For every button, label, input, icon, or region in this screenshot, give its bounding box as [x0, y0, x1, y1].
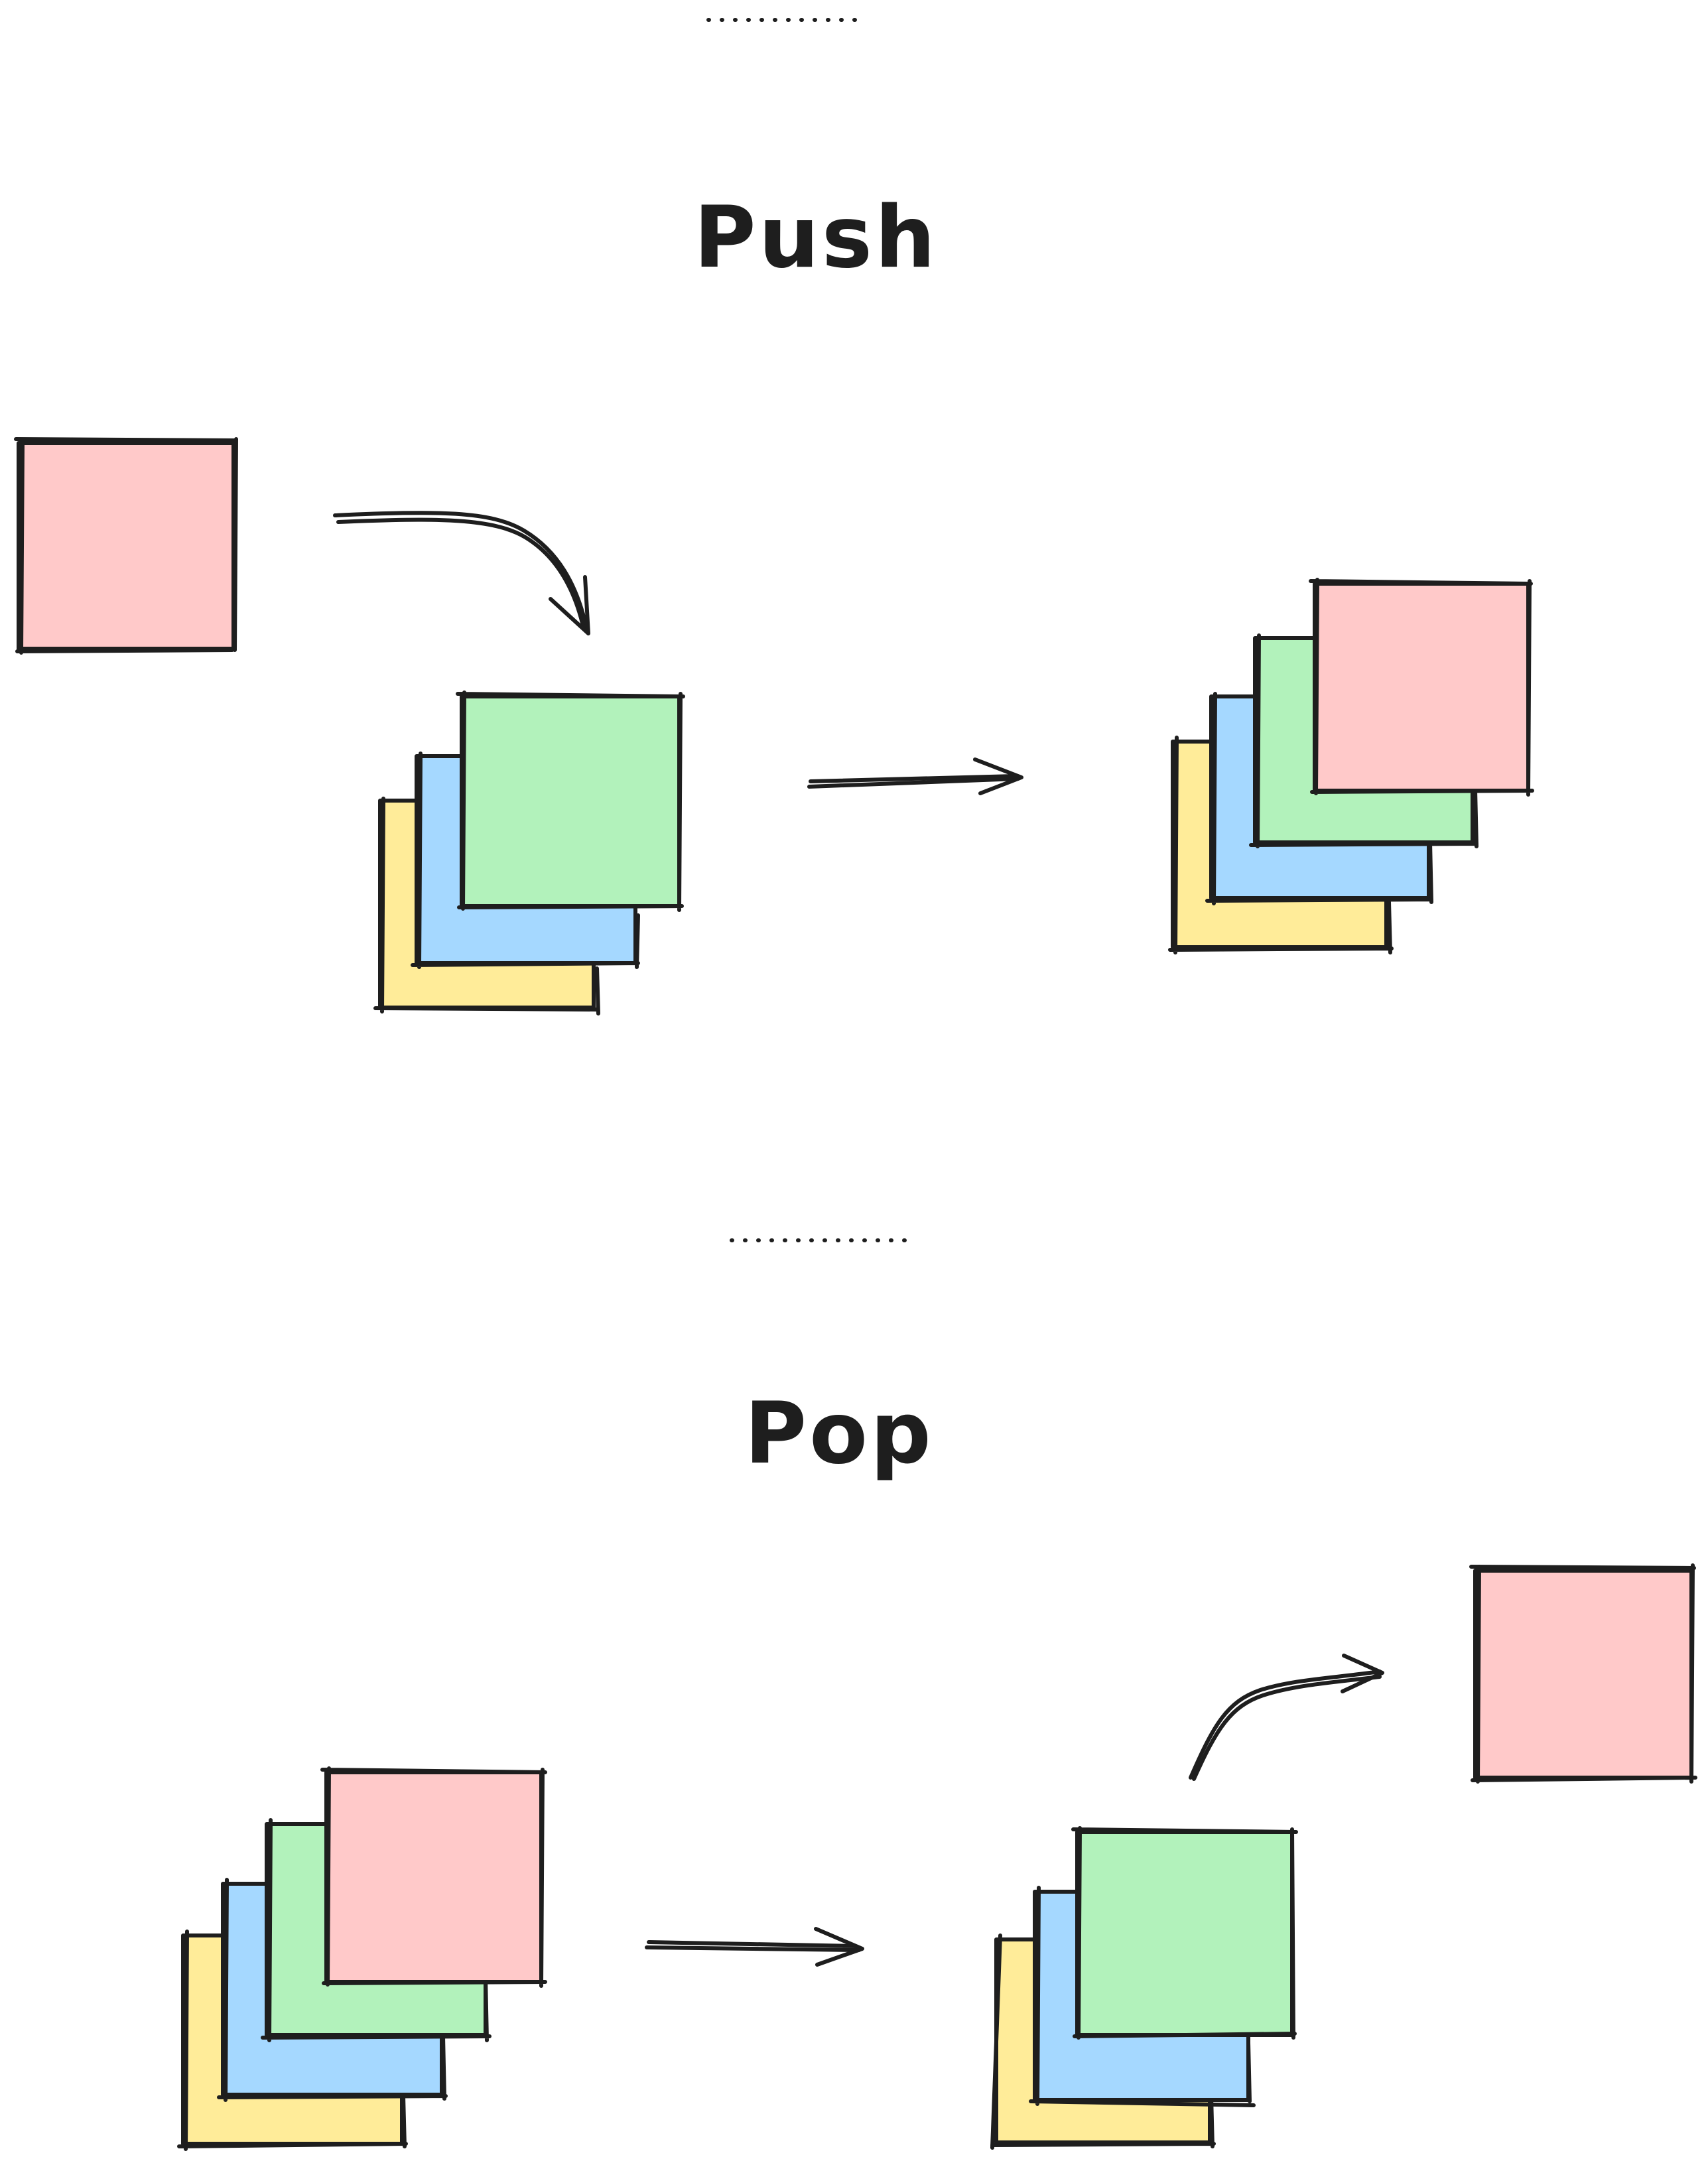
- push-title: Push: [694, 188, 938, 287]
- pop-title: Pop: [744, 1384, 933, 1483]
- push-result-arrow: [807, 757, 1023, 795]
- stack-block-red: [1309, 578, 1534, 797]
- pop-stack-after: [990, 1826, 1298, 2150]
- pop-curved-arrow: [1189, 1654, 1384, 1781]
- stack-block-green: [1071, 1826, 1298, 2040]
- push-incoming-red-block: [14, 437, 238, 655]
- push-stack-after: [1168, 578, 1534, 954]
- pop-result-arrow: [645, 1927, 864, 1967]
- stack-block-red: [320, 1766, 547, 1988]
- push-stack-before: [373, 690, 685, 1015]
- pop-stack-before: [177, 1766, 547, 2151]
- stack-block-green: [456, 690, 685, 912]
- pop-removed-red-block: [1469, 1563, 1697, 1784]
- push-curved-arrow: [333, 511, 590, 635]
